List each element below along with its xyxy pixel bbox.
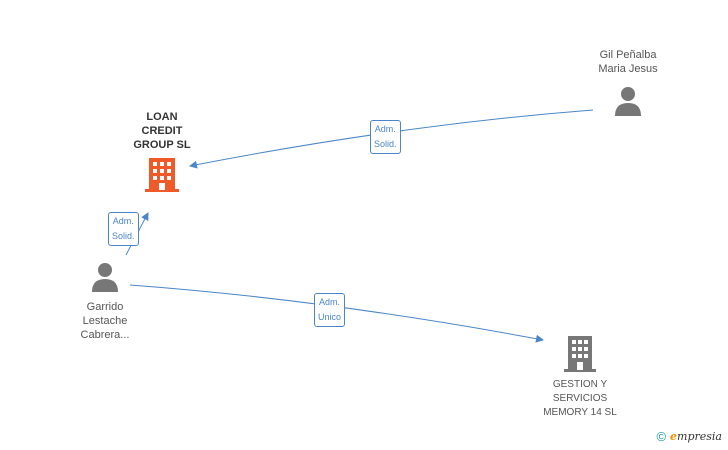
- company-label: LOAN CREDIT GROUP SL: [133, 111, 191, 151]
- company-node-loan-credit[interactable]: LOAN CREDIT GROUP SL: [120, 110, 204, 196]
- building-icon: [145, 158, 179, 192]
- copyright-icon: ©: [656, 429, 667, 444]
- person-icon: [615, 87, 641, 116]
- person-label: Gil Peñalba Maria Jesus: [598, 49, 658, 75]
- edge-label-adm-solid[interactable]: Adm. Solid.: [370, 120, 401, 154]
- brand-footer: © empresia: [656, 429, 722, 444]
- company-label: GESTION Y SERVICIOS MEMORY 14 SL: [543, 379, 617, 418]
- company-node-gestion[interactable]: GESTION Y SERVICIOS MEMORY 14 SL: [528, 336, 632, 420]
- person-node-gil[interactable]: Gil Peñalba Maria Jesus: [578, 48, 678, 120]
- person-icon: [92, 263, 118, 292]
- edge-label-adm-unico[interactable]: Adm. Unico: [314, 293, 346, 327]
- brand-logo: empresia: [670, 430, 722, 443]
- person-label: Garrido Lestache Cabrera...: [80, 301, 130, 341]
- edge-label-adm-solid[interactable]: Adm. Solid.: [108, 212, 139, 246]
- person-node-garrido[interactable]: Garrido Lestache Cabrera...: [60, 262, 150, 342]
- building-icon: [564, 336, 596, 372]
